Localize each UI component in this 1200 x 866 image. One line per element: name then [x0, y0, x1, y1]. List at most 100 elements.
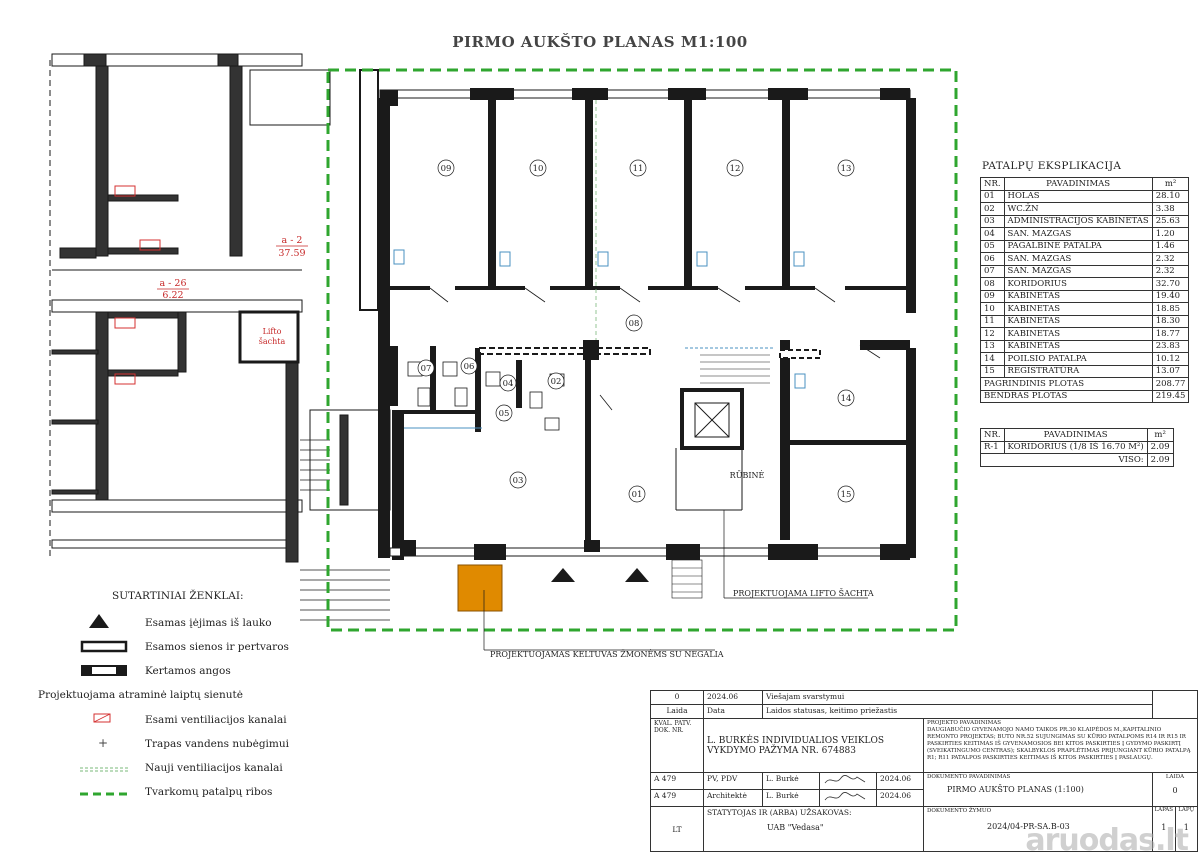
room-name: SAN. MAZGAS: [1003, 264, 1153, 278]
company-line2: VYKDYMO PAŽYMA NR. 674883: [707, 745, 857, 756]
row1-role: PV, PDV: [703, 772, 763, 790]
room-area: 13.07: [1151, 364, 1190, 378]
room-name: KABINETAS: [1003, 289, 1153, 303]
drain-legend-icon: +: [98, 736, 108, 750]
project-text: DAUGIABUČIO GYVENAMOJO NAMO TAIKOS PR.30…: [927, 727, 1191, 761]
room-12-number: 12: [730, 164, 741, 174]
row2-role: Architektė: [703, 789, 763, 807]
legend-walls: Esamos sienos ir pertvaros: [145, 641, 289, 653]
room-06-number: 06: [464, 362, 475, 372]
legend-title: SUTARTINIAI ŽENKLAI:: [112, 590, 244, 602]
renovation-boundary: [326, 68, 958, 632]
col-area-header: m²: [1151, 177, 1190, 191]
main-area-label: PAGRINDINIS PLOTAS: [980, 377, 1153, 391]
floor-plan: 09 10 11 12 13 08 07 06 04 02 05 14 03 0…: [49, 53, 958, 659]
legend-entrance: Esamas įėjimas iš lauko: [145, 617, 272, 629]
legend-new-ventilation: Nauji ventiliacijos kanalai: [145, 762, 283, 774]
col-area-header: m²: [1146, 428, 1174, 442]
room-name: ADMINISTRACIJOS KABINETAS: [1003, 214, 1153, 228]
door-swings: [429, 287, 881, 411]
entrance-icon: [625, 568, 649, 582]
room-no: 06: [980, 252, 1005, 266]
room-area: 23.83: [1151, 339, 1190, 353]
row2-code: A 479: [650, 789, 704, 807]
room-07-number: 07: [421, 364, 432, 374]
rev-header-status: Laidos statusas, keitimo priežastis: [762, 704, 1153, 719]
room-no: 01: [980, 189, 1005, 203]
drawing-title: PIRMO AUKŠTO PLANAS M1:100: [452, 33, 748, 51]
common-total-value: 2.09: [1146, 453, 1174, 467]
legend-symbols: +: [80, 614, 132, 796]
project-header: PROJEKTO PAVADINIMAS: [927, 720, 1002, 726]
room-name: SAN. MAZGAS: [1003, 252, 1153, 266]
lift-label-1: Lifto: [263, 327, 282, 336]
row1-date: 2024.06: [876, 772, 924, 790]
country-code: LT: [650, 806, 704, 852]
room-no: 11: [980, 314, 1005, 328]
platform-lift-callout: PROJEKTUOJAMAS KELTUVAS ŽMONĖMS SU NEGAL…: [490, 650, 724, 659]
sheets-header: LAPŲ: [1178, 807, 1195, 813]
opening-legend-icon: [81, 665, 127, 676]
room-area: 32.70: [1151, 277, 1190, 291]
lift-shaft-callout: PROJEKTUOJAMA LIFTO ŠACHTA: [733, 589, 874, 598]
room-name: POILSIO PATALPA: [1003, 352, 1153, 366]
room-area: 10.12: [1151, 352, 1190, 366]
wall-legend-icon: [80, 640, 128, 653]
signature-1: [819, 772, 877, 790]
existing-walls: [378, 88, 916, 560]
col-no-header: NR.: [980, 177, 1005, 191]
row-name: KORIDORIUS (1/8 IŠ 16.70 M²): [1003, 440, 1148, 454]
laida-value: 0: [1172, 786, 1178, 795]
room-name: REGISTRATŪRA: [1003, 364, 1153, 378]
room-no: 02: [980, 202, 1005, 216]
room-04-number: 04: [503, 379, 514, 389]
room-name: SAN. MAZGAS: [1003, 227, 1153, 241]
row-area: 2.09: [1146, 440, 1174, 454]
client-header: STATYTOJAS IR (ARBA) UŽSAKOVAS:: [707, 808, 852, 817]
sink-icons: [393, 249, 806, 389]
qualification-label: KVAL. PATV. DOK. NR.: [650, 718, 704, 773]
row-no: R-1: [980, 440, 1005, 454]
main-area-value: 208.77: [1151, 377, 1190, 391]
lift-shaft: [675, 354, 770, 511]
doc-code: 2024/04-PR-SA.B-03: [987, 822, 1070, 831]
room-area: 18.30: [1151, 314, 1190, 328]
room-no: 15: [980, 364, 1005, 378]
doc-code-header: DOKUMENTO ŽYMUO: [927, 808, 992, 814]
room-name: KABINETAS: [1003, 327, 1153, 341]
room-no: 14: [980, 352, 1005, 366]
title-block: 0 2024.06 Viešajam svarstymui Laida Data…: [650, 690, 1198, 852]
room-area: 2.32: [1151, 252, 1190, 266]
room-area: 28.10: [1151, 189, 1190, 203]
doc-header: DOKUMENTO PAVADINIMAS: [927, 774, 1011, 780]
ventilation-legend-icon: [93, 713, 111, 723]
room-name: KABINETAS: [1003, 314, 1153, 328]
row1-name: L. Burkė: [762, 772, 820, 790]
rev-no: 0: [650, 690, 704, 705]
explication-title: PATALPŲ EKSPLIKACIJA: [982, 160, 1122, 172]
col-name-header: PAVADINIMAS: [1003, 177, 1153, 191]
rev-text: Viešajam svarstymui: [762, 690, 1153, 705]
total-area-value: 219.45: [1151, 389, 1190, 403]
laida-header: LAIDA: [1165, 774, 1185, 780]
doc-title: PIRMO AUKŠTO PLANAS (1:100): [947, 785, 1084, 794]
room-name: PAGALBINĖ PATALPA: [1003, 239, 1153, 253]
lift-label-2: šachta: [259, 337, 286, 346]
room-05-number: 05: [499, 409, 510, 419]
entrance-icon: [551, 568, 575, 582]
room-13-number: 13: [841, 164, 852, 174]
watermark-logo: aruodas.lt: [1025, 823, 1189, 858]
room-08-number: 08: [629, 319, 640, 329]
room-no: 12: [980, 327, 1005, 341]
